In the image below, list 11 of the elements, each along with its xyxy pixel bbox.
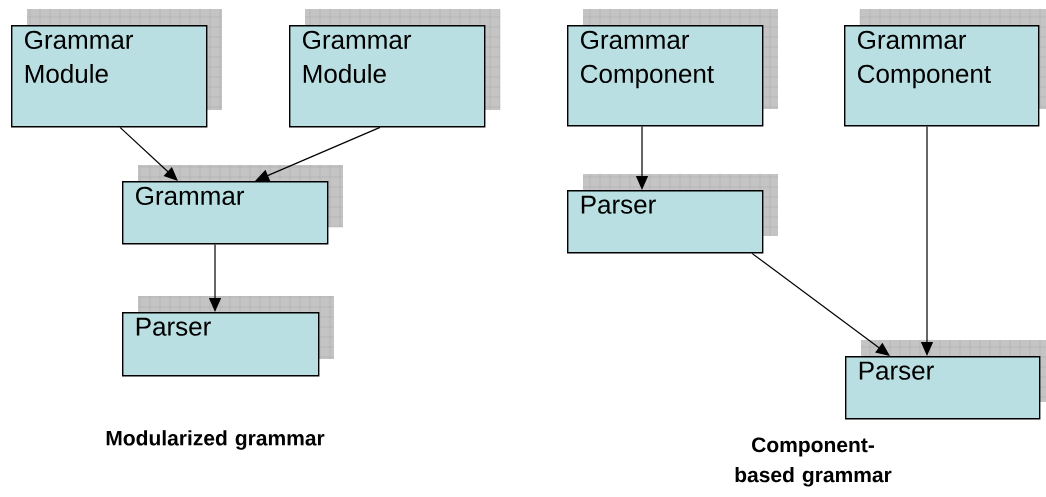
arrow: [751, 252, 890, 356]
process-box: Parser: [567, 173, 779, 254]
process-box: Grammar Component: [567, 8, 779, 127]
process-box: Grammar Component: [844, 8, 1046, 127]
process-box: Grammar Module: [11, 8, 223, 128]
process-box: Grammar: [122, 164, 344, 245]
process-box: Parser: [845, 339, 1046, 420]
process-box: Grammar Module: [289, 8, 501, 128]
caption: Modularized grammar: [106, 430, 325, 450]
caption: Component-based grammar: [735, 437, 892, 487]
process-box: Parser: [122, 295, 335, 377]
